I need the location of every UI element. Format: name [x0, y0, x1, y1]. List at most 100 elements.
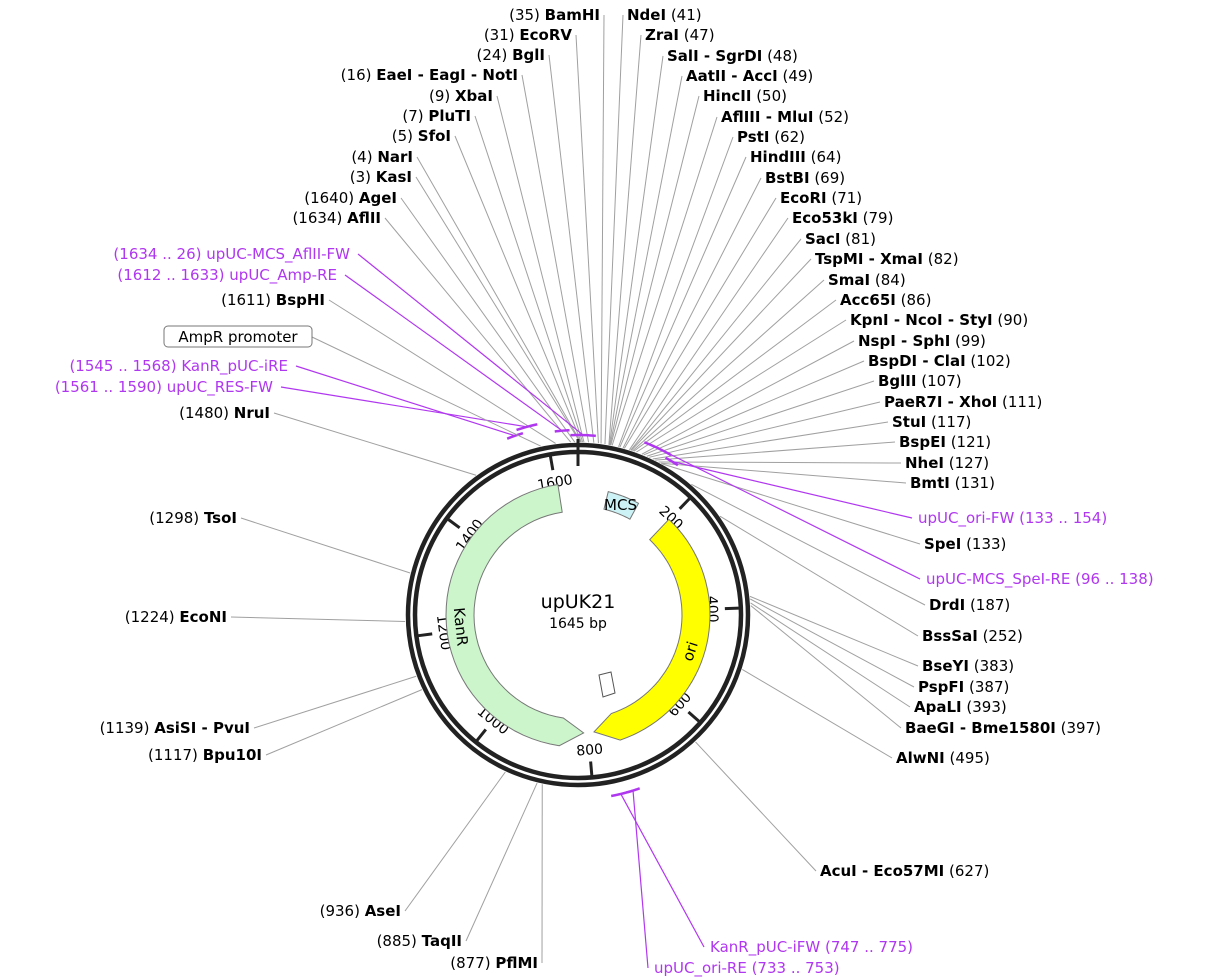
primer-leader-line: [620, 793, 705, 948]
restriction-site-label[interactable]: (1298) TsoI: [149, 509, 237, 527]
site-leader-line: [633, 299, 837, 452]
site-position: (7): [402, 107, 428, 125]
restriction-site-label[interactable]: (877) PflMI: [450, 954, 538, 972]
primer-label[interactable]: KanR_pUC-iFW (747 .. 775): [710, 938, 913, 957]
primer-label[interactable]: (1545 .. 1568) KanR_pUC-iRE: [69, 357, 288, 376]
restriction-site-label[interactable]: ZraI (47): [645, 26, 715, 44]
restriction-site-label[interactable]: (31) EcoRV: [484, 26, 573, 44]
site-leader-line: [474, 115, 584, 443]
restriction-site-text: SacI (81): [805, 230, 876, 248]
restriction-site-label[interactable]: AcuI - Eco57MI (627): [820, 862, 989, 880]
restriction-site-label[interactable]: BstBI (69): [765, 169, 845, 187]
site-enzyme: HindIII: [750, 148, 806, 166]
kanr-feature-arrow: [445, 483, 585, 747]
restriction-site-label[interactable]: (1611) BspHI: [221, 291, 325, 309]
restriction-site-label[interactable]: NdeI (41): [627, 6, 702, 24]
primer-arc: [554, 428, 570, 433]
restriction-site-label[interactable]: SpeI (133): [924, 535, 1006, 553]
restriction-site-label[interactable]: PspFI (387): [918, 678, 1009, 696]
restriction-site-label[interactable]: AflIII - MluI (52): [721, 108, 849, 126]
restriction-site-label[interactable]: HindIII (64): [750, 148, 841, 166]
restriction-site-label[interactable]: BglII (107): [878, 372, 962, 390]
site-leader-line: [658, 461, 902, 464]
primer-arc: [570, 433, 596, 438]
primer-label[interactable]: upUC_ori-FW (133 .. 154): [918, 509, 1107, 528]
restriction-site-label[interactable]: (1224) EcoNI: [125, 608, 227, 626]
restriction-site-label[interactable]: Eco53kI (79): [792, 209, 893, 227]
restriction-site-label[interactable]: BaeGI - Bme1580I (397): [905, 719, 1101, 737]
restriction-site-label[interactable]: SacI (81): [805, 230, 876, 248]
restriction-site-label[interactable]: PaeR7I - XhoI (111): [884, 393, 1042, 411]
restriction-site-label[interactable]: EcoRI (71): [780, 189, 862, 207]
restriction-site-label[interactable]: StuI (117): [892, 413, 971, 431]
site-leader-line: [750, 602, 911, 708]
restriction-site-label[interactable]: (9) XbaI: [429, 87, 493, 105]
restriction-site-label[interactable]: (885) TaqII: [377, 932, 462, 950]
restriction-site-label[interactable]: (3) KasI: [350, 168, 412, 186]
site-enzyme: ApaLI: [914, 698, 962, 716]
site-enzyme: BglI: [512, 46, 545, 64]
primer-leader-line: [295, 365, 516, 437]
site-leader-line: [695, 741, 817, 872]
restriction-site-text: NdeI (41): [627, 6, 702, 24]
restriction-site-label[interactable]: PstI (62): [737, 128, 805, 146]
restriction-site-label[interactable]: NspI - SphI (99): [858, 332, 986, 350]
restriction-site-label[interactable]: DrdI (187): [929, 596, 1010, 614]
primer-label[interactable]: (1634 .. 26) upUC-MCS_AflII-FW: [113, 245, 350, 264]
restriction-site-label[interactable]: KpnI - NcoI - StyI (90): [850, 311, 1028, 329]
restriction-site-label[interactable]: BseYI (383): [922, 657, 1014, 675]
restriction-site-label[interactable]: ApaLI (393): [914, 698, 1007, 716]
restriction-site-label[interactable]: (1480) NruI: [179, 404, 270, 422]
restriction-site-label[interactable]: AatII - AccI (49): [686, 67, 813, 85]
restriction-site-label[interactable]: (24) BglI: [477, 46, 545, 64]
restriction-site-label[interactable]: (4) NarI: [351, 148, 413, 166]
site-enzyme: DrdI: [929, 596, 965, 614]
restriction-site-label[interactable]: BspEI (121): [899, 433, 991, 451]
site-position: (16): [341, 66, 377, 84]
site-leader-line: [629, 217, 789, 451]
site-position: (69): [810, 169, 846, 187]
restriction-site-label[interactable]: BssSaI (252): [922, 627, 1023, 645]
restriction-site-label[interactable]: TspMI - XmaI (82): [815, 250, 959, 268]
site-enzyme: PaeR7I - XhoI: [884, 393, 997, 411]
primer-label[interactable]: (1561 .. 1590) upUC_RES-FW: [55, 378, 273, 397]
restriction-site-label[interactable]: HincII (50): [703, 87, 787, 105]
restriction-site-text: ZraI (47): [645, 26, 715, 44]
restriction-site-label[interactable]: (936) AseI: [320, 902, 401, 920]
restriction-site-text: AflIII - MluI (52): [721, 108, 849, 126]
primer-label[interactable]: (1612 .. 1633) upUC_Amp-RE: [117, 266, 337, 285]
restriction-site-label[interactable]: (1139) AsiSI - PvuI: [100, 719, 250, 737]
restriction-site-label[interactable]: (35) BamHI: [509, 6, 600, 24]
restriction-site-text: Eco53kI (79): [792, 209, 893, 227]
restriction-site-label[interactable]: (1117) Bpu10I: [148, 746, 262, 764]
restriction-site-label[interactable]: Acc65I (86): [840, 291, 931, 309]
restriction-site-label[interactable]: SalI - SgrDI (48): [667, 47, 798, 65]
restriction-site-label[interactable]: (16) EaeI - EagI - NotI: [341, 66, 518, 84]
site-position: (121): [946, 433, 991, 451]
promoter-label[interactable]: AmpR promoter: [163, 325, 313, 348]
site-position: (9): [429, 87, 455, 105]
feature-label: MCS: [604, 496, 637, 514]
restriction-site-text: (5) SfoI: [392, 127, 451, 145]
restriction-site-label[interactable]: AlwNI (495): [896, 749, 990, 767]
site-enzyme: SpeI: [924, 535, 961, 553]
primer-leader-line: [657, 447, 921, 580]
restriction-site-text: NheI (127): [905, 454, 989, 472]
site-enzyme: AlwNI: [896, 749, 945, 767]
restriction-site-label[interactable]: BmtI (131): [910, 474, 995, 492]
restriction-site-label[interactable]: (1634) AflII: [292, 209, 381, 227]
promoter-marker: [598, 671, 616, 698]
promoter-leader-line: [311, 336, 541, 447]
restriction-site-label[interactable]: SmaI (84): [828, 271, 906, 289]
restriction-site-text: (9) XbaI: [429, 87, 493, 105]
primer-label[interactable]: upUC-MCS_SpeI-RE (96 .. 138): [926, 570, 1154, 589]
restriction-site-label[interactable]: NheI (127): [905, 454, 989, 472]
ruler-tick: [724, 606, 739, 611]
site-leader-line: [636, 319, 847, 453]
primer-label[interactable]: upUC_ori-RE (733 .. 753): [654, 959, 840, 978]
restriction-site-label[interactable]: (5) SfoI: [392, 127, 451, 145]
restriction-site-label[interactable]: (7) PluTI: [402, 107, 471, 125]
restriction-site-text: (877) PflMI: [450, 954, 538, 972]
restriction-site-label[interactable]: (1640) AgeI: [304, 189, 397, 207]
restriction-site-label[interactable]: BspDI - ClaI (102): [868, 352, 1011, 370]
